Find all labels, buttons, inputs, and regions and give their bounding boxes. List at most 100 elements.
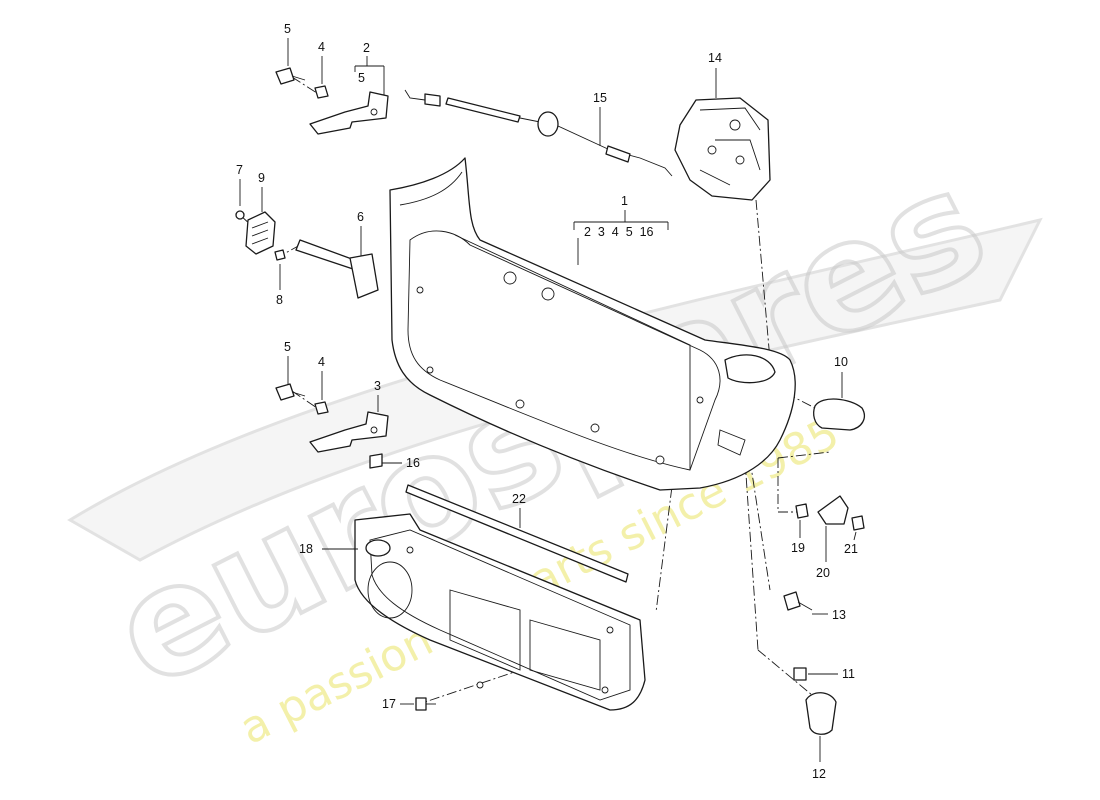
hinge-3 bbox=[309, 411, 389, 453]
callout-1-sub: 2 3 4 5 16 bbox=[584, 225, 654, 239]
callout-4-top: 4 bbox=[318, 40, 325, 54]
door-shell-outer bbox=[389, 157, 796, 491]
bottom-hinge-assembly: 5 4 3 16 bbox=[275, 340, 420, 470]
seal-strip-22 bbox=[405, 484, 629, 583]
screw-13-group: 13 bbox=[783, 591, 846, 622]
cable-connector bbox=[424, 93, 441, 107]
door-lock-hole bbox=[707, 145, 717, 155]
callout-1: 1 bbox=[621, 194, 628, 208]
callout-5-top: 5 bbox=[284, 22, 291, 36]
callout-21: 21 bbox=[844, 542, 858, 556]
trim-panel-18 bbox=[354, 513, 646, 711]
callout-14: 14 bbox=[708, 51, 722, 65]
door-lock-hole bbox=[729, 119, 741, 131]
callout-15: 15 bbox=[593, 91, 607, 105]
door-check-assembly: 7 9 6 8 bbox=[235, 163, 379, 307]
callout-leader bbox=[853, 531, 857, 541]
outer-handle-assembly: 10 bbox=[813, 355, 865, 431]
callout-18: 18 bbox=[299, 542, 313, 556]
hinge-hole bbox=[370, 108, 378, 116]
cable-wire bbox=[519, 117, 541, 123]
callout-7: 7 bbox=[236, 163, 243, 177]
door-shell-hole bbox=[503, 271, 517, 285]
cover-9-ribs bbox=[251, 221, 269, 245]
door-check-6 bbox=[349, 253, 379, 299]
callout-5-sub: 5 bbox=[358, 71, 365, 85]
trim-panel-speaker-ring bbox=[367, 561, 413, 619]
door-shell-rail bbox=[454, 234, 691, 470]
callout-4-mid: 4 bbox=[318, 355, 325, 369]
callout-2: 2 bbox=[363, 41, 370, 55]
bracket-20 bbox=[817, 495, 849, 525]
callout-22: 22 bbox=[512, 492, 526, 506]
callout-17: 17 bbox=[382, 697, 396, 711]
callout-2-bracket bbox=[354, 56, 385, 72]
door-lock bbox=[674, 97, 771, 201]
trim-bracket-assembly: 19 20 21 bbox=[791, 495, 865, 580]
cap-assembly: 11 12 bbox=[793, 667, 855, 781]
door-lock-assembly: 14 bbox=[674, 51, 771, 201]
callout-3: 3 bbox=[374, 379, 381, 393]
screw-13 bbox=[783, 591, 801, 611]
bolt-5-top bbox=[275, 67, 306, 85]
trim-panel-hole bbox=[601, 686, 609, 694]
assembly-line bbox=[757, 649, 813, 696]
trim-panel-handle-cutout bbox=[365, 539, 391, 557]
nut-7 bbox=[235, 210, 245, 220]
cable-end bbox=[404, 89, 426, 101]
screw-thread bbox=[797, 601, 813, 611]
cap-12 bbox=[805, 692, 837, 735]
callout-8: 8 bbox=[276, 293, 283, 307]
trim-panel-hole bbox=[476, 681, 484, 689]
door-shell bbox=[389, 157, 796, 491]
hinge-hole bbox=[370, 426, 378, 434]
nut-4-top bbox=[314, 85, 329, 99]
door-shell-hole bbox=[416, 286, 424, 294]
callout-6: 6 bbox=[357, 210, 364, 224]
callout-19: 19 bbox=[791, 541, 805, 555]
assembly-line bbox=[777, 451, 831, 459]
trim-panel-pockets bbox=[449, 589, 601, 691]
assembly-line bbox=[291, 390, 321, 411]
cable-ferrule bbox=[605, 145, 631, 163]
assembly-line bbox=[749, 459, 771, 591]
outer-handle-10 bbox=[813, 398, 865, 431]
assembly-line bbox=[755, 199, 771, 361]
door-shell-hole bbox=[515, 399, 525, 409]
assembly-line bbox=[291, 76, 321, 96]
trim-panel-assembly: 22 18 bbox=[299, 484, 646, 711]
callout-13: 13 bbox=[832, 608, 846, 622]
callout-11: 11 bbox=[842, 667, 855, 681]
cable-sleeve bbox=[445, 97, 521, 123]
trim-panel-inner bbox=[369, 529, 631, 701]
trim-panel-hole bbox=[406, 546, 414, 554]
callout-10: 10 bbox=[834, 355, 848, 369]
screw-21 bbox=[851, 515, 865, 531]
callout-12: 12 bbox=[812, 767, 826, 781]
door-lock-details bbox=[699, 107, 761, 186]
assembly-line bbox=[744, 459, 759, 651]
bolt-thread bbox=[291, 75, 306, 81]
door-shell-frame bbox=[399, 171, 463, 206]
door-lock-hole bbox=[735, 155, 745, 165]
door-shell-hole bbox=[696, 396, 704, 404]
bolt-thread bbox=[291, 391, 306, 397]
bolt-8 bbox=[274, 249, 286, 261]
callout-1-group: 1 2 3 4 5 16 bbox=[573, 194, 669, 265]
cable-wire-lower bbox=[557, 125, 673, 177]
hinge-2 bbox=[309, 91, 389, 135]
door-shell-hole bbox=[590, 423, 600, 433]
bolt-head bbox=[275, 67, 295, 85]
clip-11 bbox=[793, 667, 807, 681]
callout-16: 16 bbox=[406, 456, 420, 470]
callout-5-mid: 5 bbox=[284, 340, 291, 354]
top-hinge-assembly: 5 4 2 5 bbox=[275, 22, 389, 135]
bolt-5-mid bbox=[275, 383, 295, 401]
door-shell-hole bbox=[426, 366, 434, 374]
screw-19 bbox=[795, 503, 809, 519]
trim-panel-hole bbox=[606, 626, 614, 634]
cable-grommet bbox=[537, 111, 559, 137]
cable-assembly: 15 bbox=[404, 89, 673, 177]
door-shell-hole bbox=[541, 287, 555, 301]
